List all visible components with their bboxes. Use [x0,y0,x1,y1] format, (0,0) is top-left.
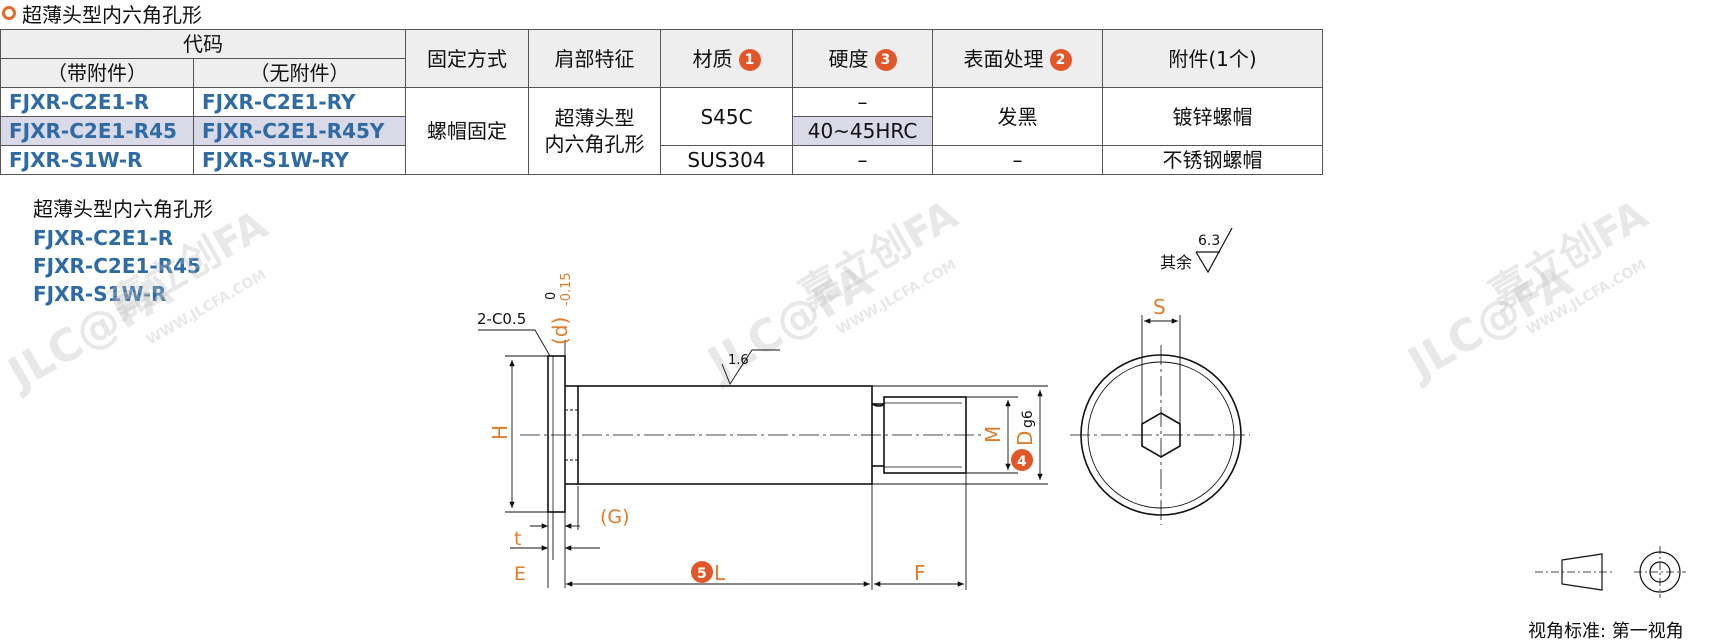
svg-text:6.3: 6.3 [1198,233,1220,249]
h-label: H [488,425,512,440]
th-accessory: 附件(1个) [1102,29,1323,88]
drawing-subtitle: 超薄头型内六角孔形 [33,197,213,221]
svg-text:其余: 其余 [1160,253,1192,272]
watermark: JLC@FA 嘉立创FA WWW.JLCFA.COM JLC@FA 嘉立创FA … [0,192,1655,401]
d-badge: 4 [1017,454,1027,470]
code-without: FJXR-C2E1-RY [193,87,406,117]
code-with: FJXR-C2E1-R45 [0,116,194,146]
chamfer-label: 2-C0.5 [477,310,526,328]
accessory-value: 镀锌螺帽 [1102,87,1323,146]
hardness-value: – [792,145,933,175]
code-without: FJXR-S1W-RY [193,145,406,175]
d-label: (d) [548,317,572,345]
m-label: M [981,426,1005,443]
d-tol-upper: 0 [544,292,559,300]
th-code: 代码 [0,29,406,59]
l-label: L [714,561,726,585]
projection-symbol-icon [1535,546,1686,598]
drawing-code: FJXR-C2E1-R [33,226,174,250]
section-title: 超薄头型内六角孔形 [22,2,202,27]
hardness-value: 40~45HRC [792,116,933,146]
th-without-acc: （无附件） [193,58,406,88]
material-value: SUS304 [660,145,793,175]
dia-d-label: D [1013,431,1037,446]
roughness-shaft: 1.6 [728,353,749,368]
code-with: FJXR-S1W-R [0,145,194,175]
t-label: t [514,528,521,550]
ring-icon [2,6,16,20]
fixing-value: 螺帽固定 [405,87,529,175]
material-badge: 1 [738,49,761,71]
s-label: S [1153,295,1166,319]
end-view [1070,315,1250,525]
drawing-code: FJXR-S1W-R [33,282,167,306]
drawing-code-list: FJXR-C2E1-R FJXR-C2E1-R45 FJXR-S1W-R [33,224,201,308]
f-label: F [914,561,926,585]
table-row: FJXR-C2E1-R45 FJXR-C2E1-R45Y 40~45HRC [0,116,1323,146]
th-with-acc: （带附件） [0,58,194,88]
general-roughness: 其余 6.3 [1160,227,1233,274]
dimension-labels: 2-C0.5 (d) 0 -0.15 H t E (G) 5 L F M 4 D… [477,272,1037,585]
shoulder-value: 超薄头型内六角孔形 [528,87,661,175]
drawing-code: FJXR-C2E1-R45 [33,254,201,278]
table-subheader-row: （带附件） （无附件） [0,58,1323,88]
view-standard: 视角标准: 第一视角 [1528,621,1684,642]
code-with: FJXR-C2E1-R [0,87,194,117]
side-view [520,355,985,513]
dia-d-tol: g6 [1020,410,1036,428]
l-badge: 5 [697,566,707,582]
surface-badge: 2 [1049,49,1072,71]
d-tol-lower: -0.15 [559,272,574,306]
section-header: 超薄头型内六角孔形 [2,0,202,27]
bolt-head [547,355,566,513]
code-without: FJXR-C2E1-R45Y [193,116,406,146]
hardness-badge: 3 [874,49,897,71]
e-label: E [514,563,526,585]
table-row: FJXR-S1W-R FJXR-S1W-RY SUS304 – – 不锈钢螺帽 [0,145,1323,175]
th-fixing: 固定方式 [405,29,529,88]
dimension-lines [478,329,1048,590]
g-label: (G) [600,506,630,528]
material-value: S45C [660,87,793,146]
accessory-value: 不锈钢螺帽 [1102,145,1323,175]
